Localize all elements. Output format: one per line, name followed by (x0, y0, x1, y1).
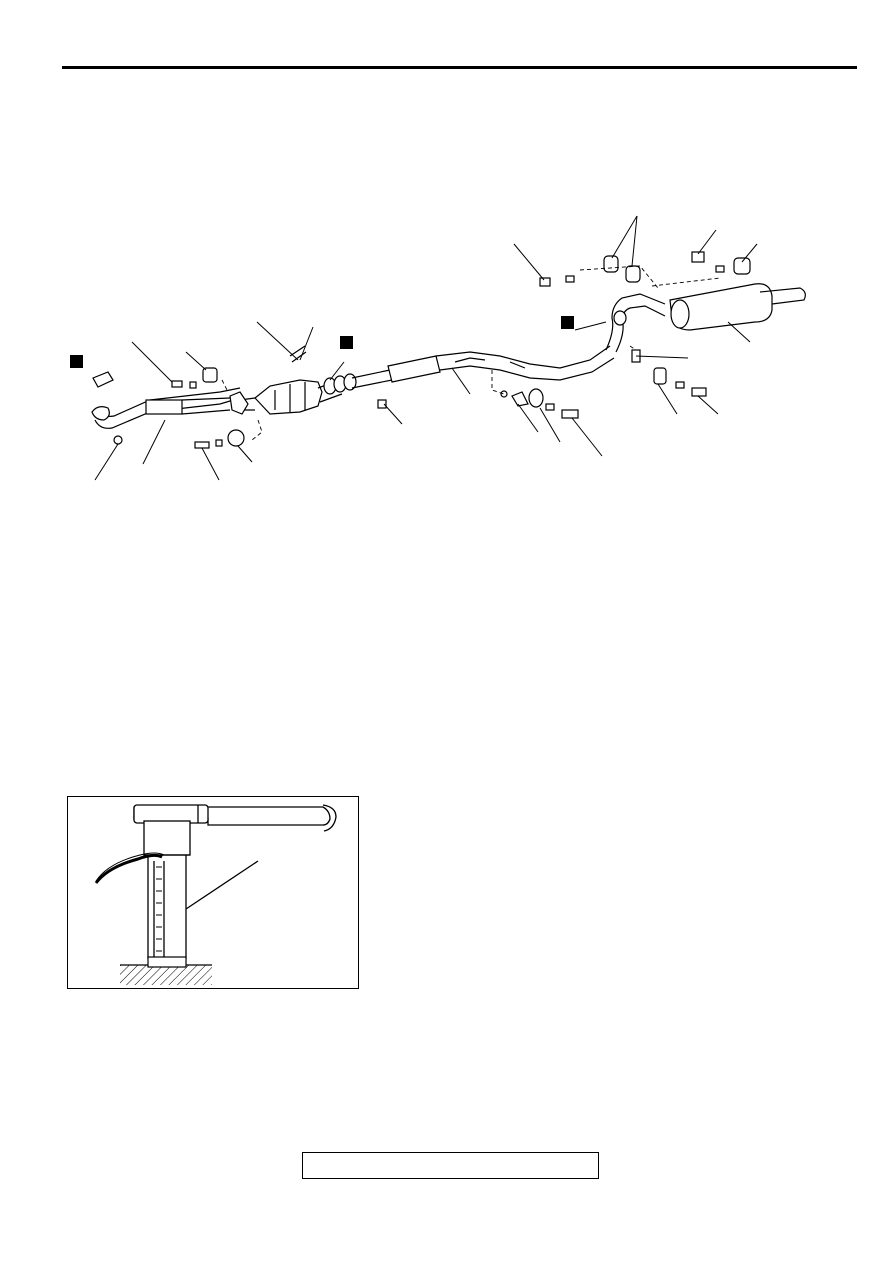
inset-illustration (67, 796, 359, 989)
front-gasket (91, 371, 123, 445)
catalytic-converter (229, 379, 343, 415)
exhaust-system-diagram (91, 215, 806, 481)
flex-joint (323, 373, 357, 395)
front-pipe (94, 387, 241, 429)
footer-page-box (302, 1152, 599, 1179)
rear-pipe (605, 293, 666, 353)
callout-marker-left (70, 355, 83, 368)
callout-marker-right (561, 316, 574, 329)
sensor-wrench-illustration (94, 804, 337, 985)
main-muffler (669, 283, 806, 331)
header-rule (62, 66, 857, 69)
callout-marker-center (340, 336, 353, 349)
leader-lines (94, 215, 758, 481)
alignment-lines (221, 265, 721, 441)
center-pipe (351, 345, 615, 389)
hangers-and-bolts (171, 251, 751, 449)
